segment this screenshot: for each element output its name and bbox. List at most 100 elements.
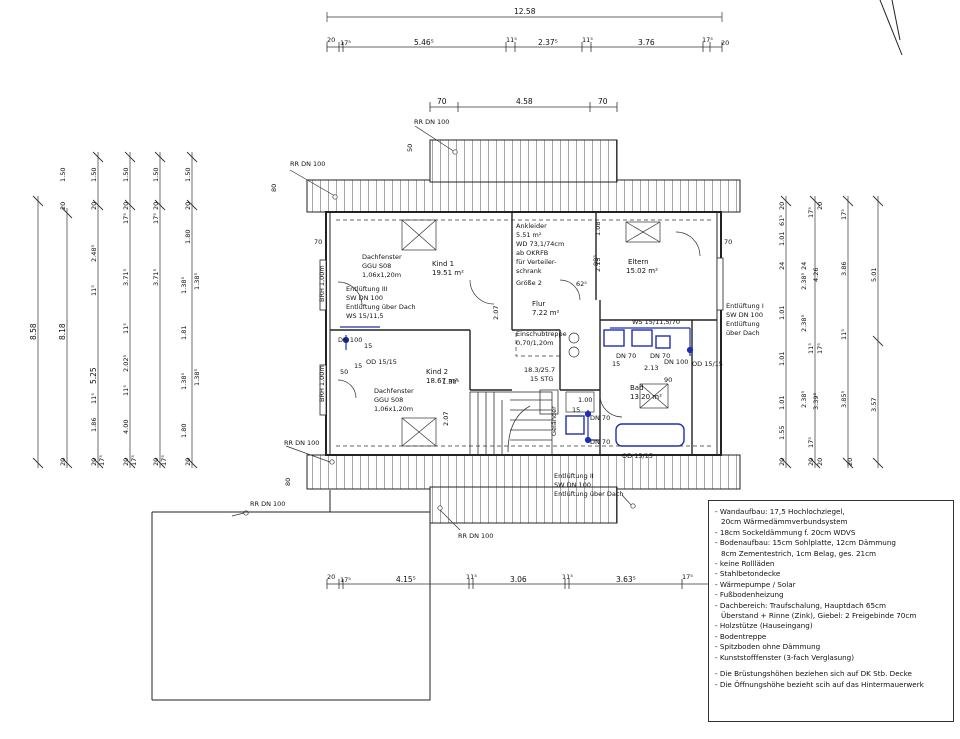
- bathroom-fixtures: [565, 329, 685, 447]
- dim-left-2-1: 1.50: [59, 168, 67, 182]
- dim-left-4-1: 1.50: [122, 168, 130, 182]
- dn100-right: DN 100: [664, 358, 688, 366]
- note-line: - Wärmepumpe / Solar: [715, 579, 796, 589]
- construction-notes-box: - Wandaufbau: 17,5 Hochlochziegel, 20cm …: [708, 500, 954, 722]
- rr-label-b: RR DN 100: [290, 160, 325, 168]
- dn70-a: DN 70: [616, 352, 636, 360]
- stair-0: 18.3/25.7: [524, 366, 555, 374]
- attic-hatch: [515, 329, 561, 357]
- note-line: - 18cm Sockeldämmung f. 20cm WDVS: [715, 527, 856, 537]
- entl2-0: Entlüftung II: [554, 472, 594, 480]
- dim-misc-3: 70: [314, 238, 322, 246]
- rr-label-e: RR DN 100: [458, 532, 493, 540]
- od-bottom: OD 15/15: [622, 452, 653, 460]
- dim-left-5-7: 1.80: [180, 424, 188, 438]
- note-line: - Holzstütze (Hauseingang): [715, 621, 813, 631]
- top-chain-dimension: 20 17⁵ 5.46⁵ 11⁵ 2.37⁵ 11⁵ 3.76 17⁵ 20: [326, 36, 729, 52]
- roof-top-eaves: [306, 139, 741, 213]
- room-flur-name: Flur: [532, 300, 545, 308]
- dim-left-4-4: 11⁵: [122, 323, 130, 334]
- dim-top-8: 20: [721, 39, 729, 47]
- dormer-dimension: 70 4.58 70: [429, 97, 618, 112]
- dim-left-4-2: 17⁵: [122, 213, 130, 224]
- note-line: 8cm Zementestrich, 1cm Belag, ges. 21cm: [721, 548, 877, 558]
- galerie-label: Geländer: [550, 406, 558, 436]
- dim-right-4-1: 3.86: [840, 262, 848, 276]
- corner-leader-lines: [879, 0, 903, 56]
- dim-right-4-3: 3.85⁵: [840, 391, 848, 408]
- dim-right-1-3: 24: [778, 262, 786, 270]
- dim-top-6: 3.76: [638, 38, 655, 47]
- entl3-2: Entlüftung über Dach: [346, 303, 416, 311]
- dim-dormer-2: 70: [598, 97, 608, 106]
- od-left: OD 15/15: [366, 358, 397, 366]
- entl1-0: Entlüftung I: [726, 302, 764, 310]
- dim-misc-6: 2.13: [594, 258, 602, 272]
- entl2-2: Entlüftung über Dach: [554, 490, 624, 498]
- dim-right-4-0: 17⁵: [840, 209, 848, 220]
- dachfenster1-1: GGU S08: [362, 262, 391, 270]
- staircase: [469, 389, 559, 456]
- misc-dimensions: 50 80 80 70 70 1.08 2.13 2.13 15 90 15 5…: [270, 144, 732, 486]
- dim-left-3-8: 17⁵: [98, 455, 106, 466]
- room-labels: Kind 1 19.51 m² Kind 2 18.67 m² Eltern 1…: [426, 222, 662, 436]
- dim-bot-0: 20: [327, 573, 335, 581]
- entl1-1: SW DN 100: [726, 311, 763, 319]
- rr-label-d: RR DN 100: [250, 500, 285, 508]
- dim-bot-1: 17⁵: [340, 576, 351, 584]
- dim-left-1-0: 8.58: [29, 323, 38, 340]
- dim-left-3-5: 11⁵: [90, 393, 98, 404]
- dim-bot-3: 11⁵: [466, 573, 477, 581]
- entl1-2: Entlüftung: [726, 320, 760, 328]
- dim-right-2-2: 2.38⁵: [800, 273, 808, 290]
- dim-right-5-0: 5.01: [870, 268, 878, 282]
- dim-bot-7: 17⁵: [682, 573, 693, 581]
- note-line: - Wandaufbau: 17,5 Hochlochziegel,: [715, 507, 845, 516]
- note-line: - Die Brüstungshöhen beziehen sich auf D…: [715, 669, 912, 679]
- dim-dormer-1: 4.58: [516, 97, 533, 106]
- room-eltern-area: 15.02 m²: [626, 267, 658, 275]
- dim-left-2-0: 20: [59, 202, 67, 210]
- room-bad-area: 13.20 m²: [630, 393, 662, 401]
- dim-misc-11: 50: [340, 368, 348, 376]
- note-line: - Bodenaufbau: 15cm Sohlplatte, 12cm Däm…: [715, 538, 896, 548]
- dim-right-2-4: 11⁵: [807, 343, 815, 354]
- dim-right-1-4: 1.01: [778, 306, 786, 320]
- dim-misc-12: 1.30⁵: [442, 378, 459, 386]
- note-line: Überstand + Rinne (Zink), Giebel: 2 Frei…: [721, 611, 917, 621]
- ankleide-2: WD 73,1/74cm: [516, 240, 564, 248]
- dim-left-5-3: 3.71⁵: [152, 269, 160, 286]
- dim-dormer-0: 70: [437, 97, 447, 106]
- room-flur-area: 7.22 m²: [532, 309, 560, 317]
- dim-left-6-3: 1.38⁵: [193, 273, 201, 290]
- n15-label: 15: [354, 362, 362, 370]
- dim-top-1: 17⁵: [340, 39, 351, 47]
- dim-right-3-1: 4.26: [812, 268, 820, 282]
- dim-top-total: 12.58: [514, 7, 536, 16]
- dim-top-7: 17⁵: [702, 36, 713, 44]
- dim-right-3-3: 3.39⁵: [812, 393, 820, 410]
- brh-2: BRH 1,00m: [318, 365, 326, 402]
- room-eltern-name: Eltern: [628, 258, 649, 266]
- dim-left-2-2: 8.18: [58, 323, 67, 340]
- entl3-1: SW DN 100: [346, 294, 383, 302]
- room-kind2-area: 18.67 m²: [426, 377, 458, 385]
- dim-left-5-2: 17⁵: [152, 213, 160, 224]
- dim-misc-9: 90: [664, 376, 672, 384]
- dim-right-2-0: 17⁵: [807, 207, 815, 218]
- entl3-0: Entlüftung III: [346, 285, 388, 293]
- dim-left-5-4: 1.38⁵: [180, 277, 188, 294]
- plumbing-lines: [340, 326, 694, 444]
- dim-left-3-7: 20: [90, 458, 98, 466]
- outer-walls: [319, 211, 724, 456]
- note-line: - Fußbodenheizung: [715, 590, 784, 600]
- od-right: OD 15/15: [692, 360, 723, 368]
- ws-bad: WS 15/11,5/70: [632, 318, 680, 326]
- bottom-chain-dimension: 20 17⁵ 4.15⁵ 11⁵ 3.06 11⁵ 3.63⁵ 17⁵ 20: [326, 573, 723, 589]
- ankleide-3: ab OKRFB: [516, 249, 548, 257]
- entl1-3: über Dach: [726, 329, 760, 337]
- dim-left-3-2: 11⁵: [90, 285, 98, 296]
- dim-left-5-6: 1.38⁵: [180, 373, 188, 390]
- note-line: 20cm Wärmedämmverbundsystem: [721, 517, 848, 527]
- dim-left-4-6: 11⁵: [122, 385, 130, 396]
